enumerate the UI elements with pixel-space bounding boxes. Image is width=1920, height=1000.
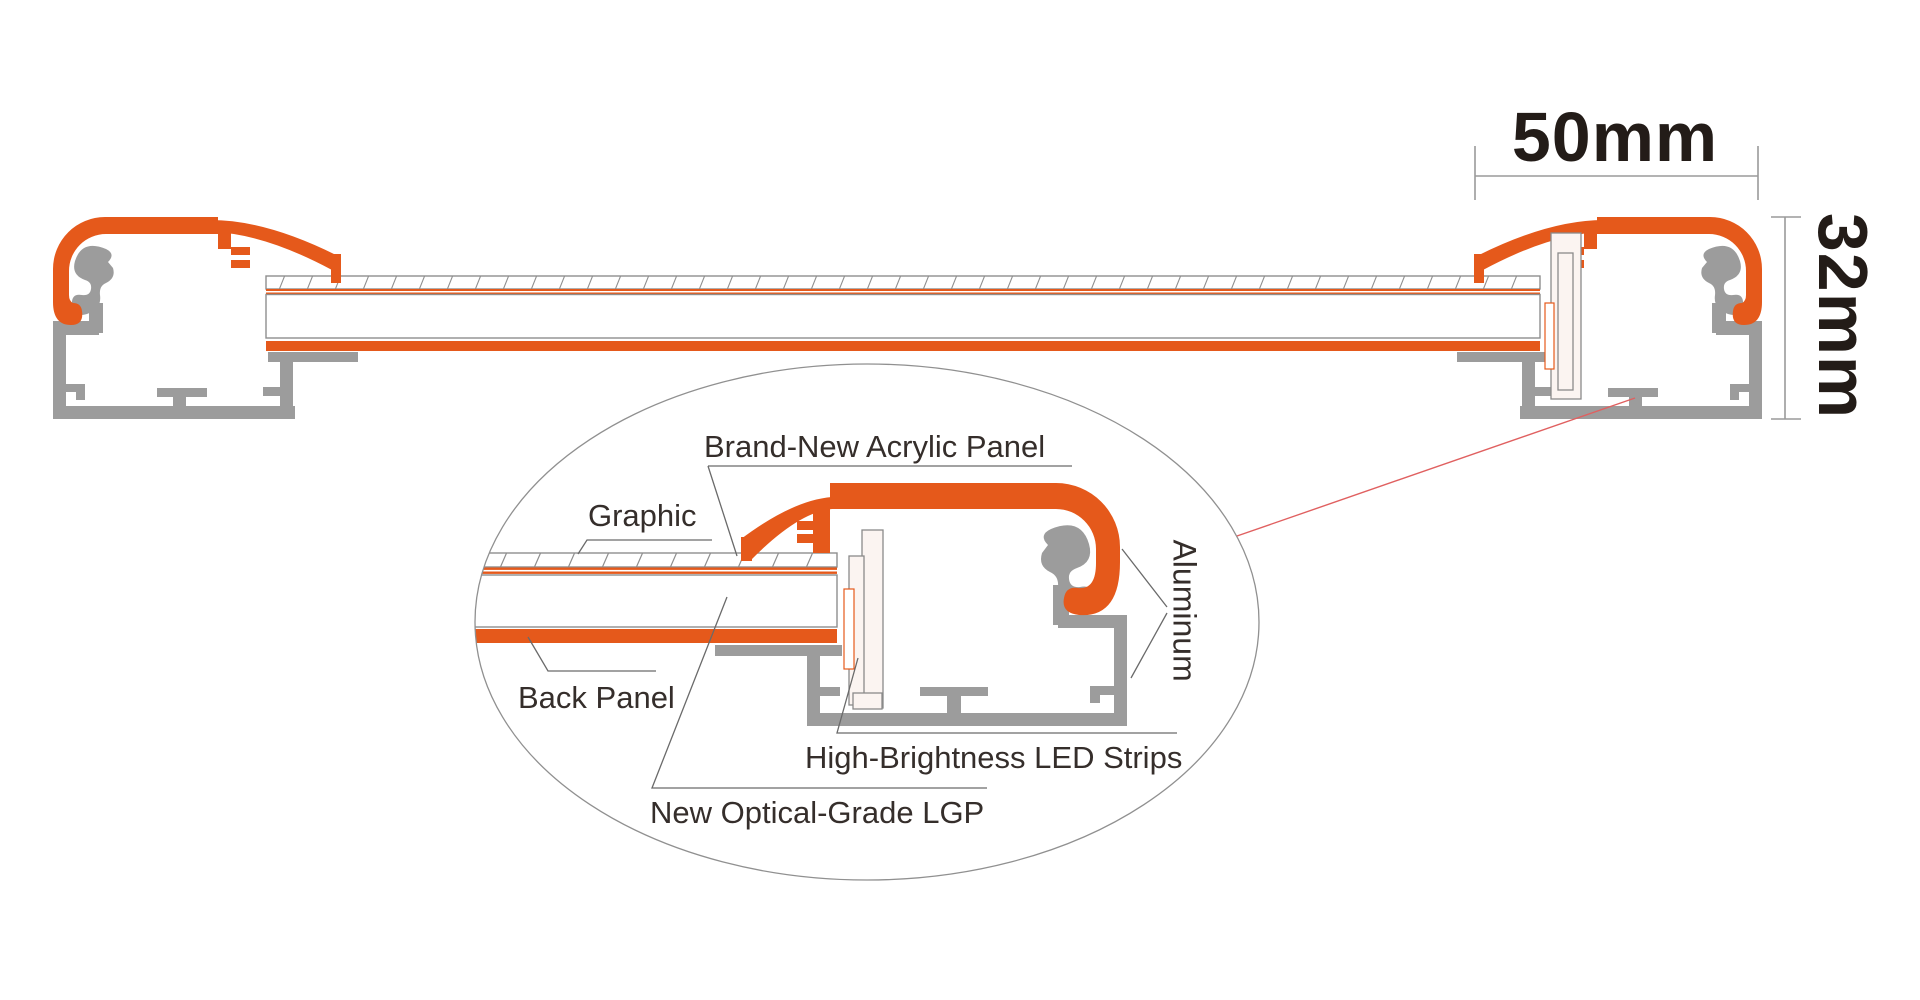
led-strip bbox=[1544, 302, 1555, 370]
main-cross-section bbox=[53, 146, 1801, 420]
dimension-32mm bbox=[1771, 216, 1801, 420]
graphic-label: Graphic bbox=[588, 498, 697, 533]
leader-acrylic bbox=[707, 465, 1072, 557]
back-panel-strip bbox=[266, 341, 1540, 351]
leader-led bbox=[836, 657, 1177, 734]
back-panel-label: Back Panel bbox=[518, 680, 675, 715]
detail-callout-ellipse bbox=[474, 363, 1260, 881]
detail-led-holder bbox=[861, 529, 884, 709]
width-dimension-label: 50mm bbox=[1511, 98, 1719, 176]
detail-orange-shell bbox=[830, 483, 1120, 616]
lgp-panel bbox=[265, 293, 1541, 339]
detail-led-strip bbox=[843, 588, 855, 670]
lgp-label: New Optical-Grade LGP bbox=[650, 795, 985, 830]
leader-graphic bbox=[577, 539, 712, 555]
aluminum-label: Aluminum bbox=[1166, 539, 1203, 682]
detail-back-panel bbox=[475, 629, 837, 643]
acrylic-panel-label: Brand-New Acrylic Panel bbox=[704, 429, 1046, 464]
leader-aluminum bbox=[1121, 548, 1168, 679]
detail-callout-content bbox=[475, 483, 1127, 726]
height-dimension-label: 32mm bbox=[1804, 212, 1882, 420]
panel-assembly bbox=[265, 275, 1541, 351]
leader-back-panel bbox=[527, 636, 656, 672]
leader-lgp bbox=[651, 596, 987, 789]
leader-lines bbox=[527, 465, 1177, 789]
acrylic-line bbox=[266, 289, 1540, 291]
callout-reference-line bbox=[1236, 397, 1636, 537]
dimension-50mm bbox=[1474, 146, 1759, 200]
right-frame-profile bbox=[1457, 217, 1762, 419]
led-strips-label: High-Brightness LED Strips bbox=[805, 740, 1183, 775]
detail-lgp-panel bbox=[475, 574, 838, 628]
